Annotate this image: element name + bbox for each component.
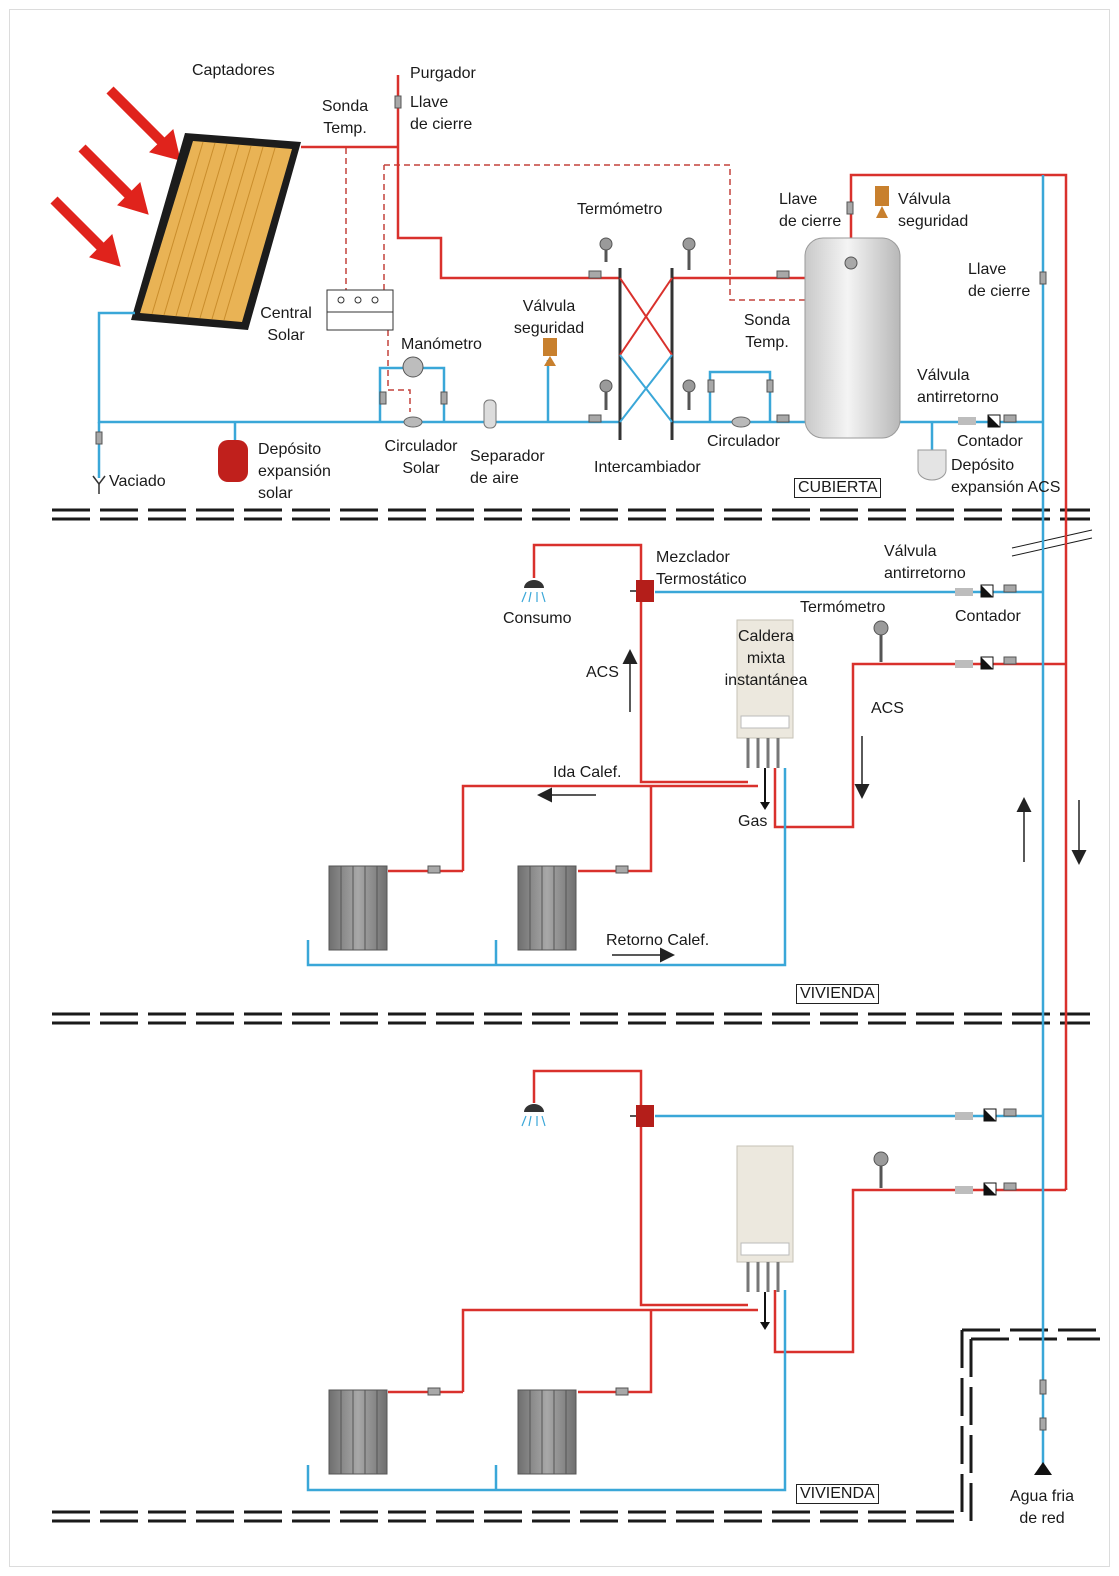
label-termometro-mid: Termómetro [800,599,886,616]
solar-collector [131,133,301,330]
meter-icons [955,414,1001,1196]
label-gas: Gas [738,813,768,830]
label-valvula-seguridad-mid: Válvula seguridad [513,298,585,337]
valve-icons [95,95,1047,1431]
thermometer-icons [402,237,889,1188]
radiators [328,865,577,1475]
thermostatic-mixer-icons [630,580,654,1127]
flow-arrows [537,649,1087,963]
label-contador-top: Contador [957,433,1023,450]
air-separator [483,399,497,429]
label-sonda-temp-top: Sonda Temp. [321,98,369,137]
storage-tank [804,237,901,439]
label-contador-mid: Contador [955,608,1021,625]
label-caldera: Caldera mixta instantánea [724,628,808,689]
heat-exchanger [618,268,674,440]
label-deposito-expansion-acs: Depósito expansión ACS [951,457,1061,496]
label-consumo: Consumo [503,610,572,627]
boiler-units [736,619,794,1330]
shower-icons [521,580,546,1127]
label-agua-fria: Agua fria de red [1009,1488,1075,1527]
label-mezclador-termostatico: Mezclador Termostático [656,549,747,588]
label-circulador: Circulador [707,433,780,450]
expansion-tanks [218,440,947,482]
label-intercambiador: Intercambiador [594,459,701,476]
label-circulador-solar: Circulador Solar [384,438,458,477]
label-llave-cierre-top: Llave de cierre [410,94,473,133]
drain-icon [92,475,106,494]
circulator-icons [403,416,751,428]
label-valvula-seguridad-tank: Válvula seguridad [898,191,969,230]
central-solar-box [326,289,394,331]
label-separador-aire: Separador de aire [470,448,545,487]
label-acs-down: ACS [871,700,904,717]
label-purgador: Purgador [410,65,476,82]
label-captadores: Captadores [192,62,275,79]
label-cubierta: CUBIERTA [794,478,882,498]
label-sonda-temp-mid: Sonda Temp. [743,312,791,351]
label-valvula-antirretorno-top: Válvula antirretorno [917,367,999,406]
label-llave-cierre-right: Llave de cierre [968,261,1031,300]
water-inlet-icon [1034,1462,1052,1475]
cold-pipes [97,175,1045,1492]
label-manometro: Manómetro [401,336,482,353]
sun-arrows [50,86,181,267]
label-vaciado: Vaciado [109,473,166,490]
label-acs-up: ACS [586,664,619,681]
hot-pipes [301,75,1068,1394]
label-central-solar: Central Solar [260,305,312,344]
label-valvula-antirretorno-mid: Válvula antirretorno [884,543,966,582]
label-llave-cierre-tank: Llave de cierre [779,191,842,230]
label-ida-calef: Ida Calef. [553,764,622,781]
control-wiring [345,148,805,412]
label-vivienda-2: VIVIENDA [796,1484,879,1504]
label-termometro-top: Termómetro [577,201,663,218]
label-retorno-calef: Retorno Calef. [606,932,710,949]
floor-separators [52,508,1100,1523]
label-vivienda-1: VIVIENDA [796,984,879,1004]
label-deposito-expansion-solar: Depósito expansión solar [258,441,331,502]
safety-valve-icons [543,186,889,366]
